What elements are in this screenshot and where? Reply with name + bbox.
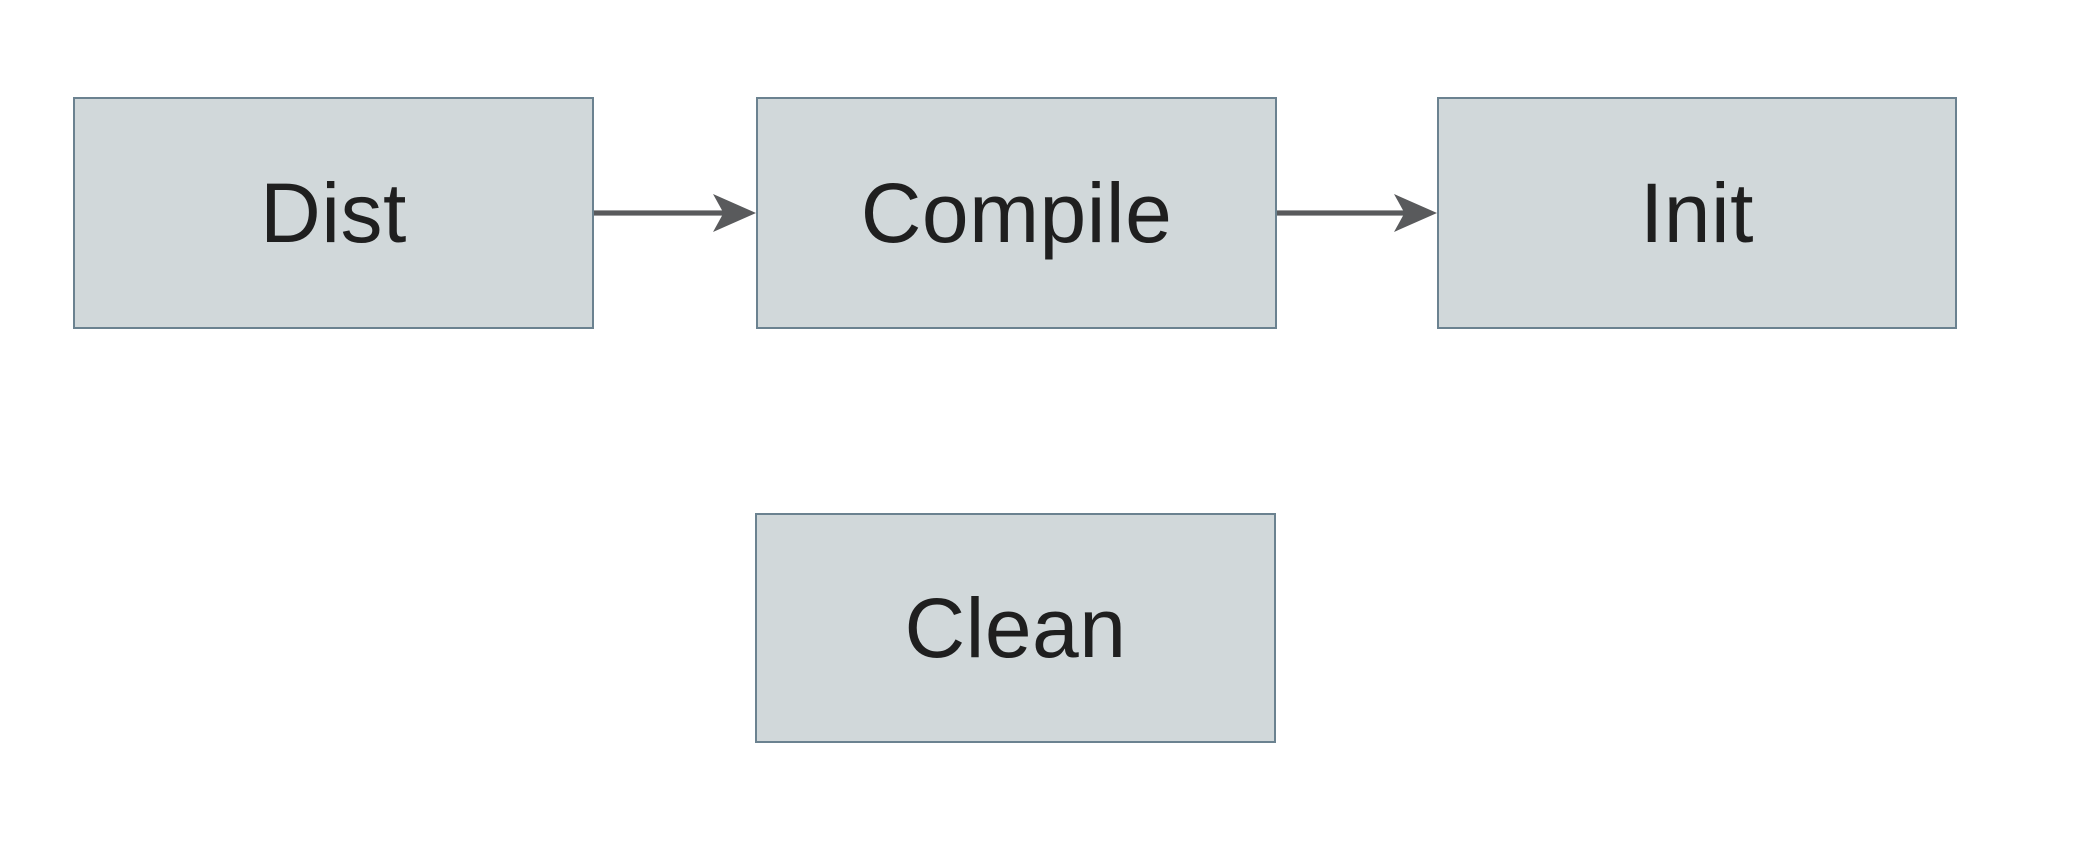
- node-init-label: Init: [1639, 166, 1755, 260]
- node-clean-label: Clean: [904, 581, 1127, 675]
- node-init: Init: [1437, 97, 1957, 329]
- node-compile: Compile: [756, 97, 1277, 329]
- node-clean: Clean: [755, 513, 1276, 743]
- node-compile-label: Compile: [860, 166, 1173, 260]
- arrow-icon: [594, 194, 756, 232]
- arrow-icon: [1277, 194, 1437, 232]
- node-dist-label: Dist: [260, 166, 407, 260]
- node-dist: Dist: [73, 97, 594, 329]
- arrow-compile-to-init: [1277, 183, 1437, 243]
- arrow-dist-to-compile: [594, 183, 756, 243]
